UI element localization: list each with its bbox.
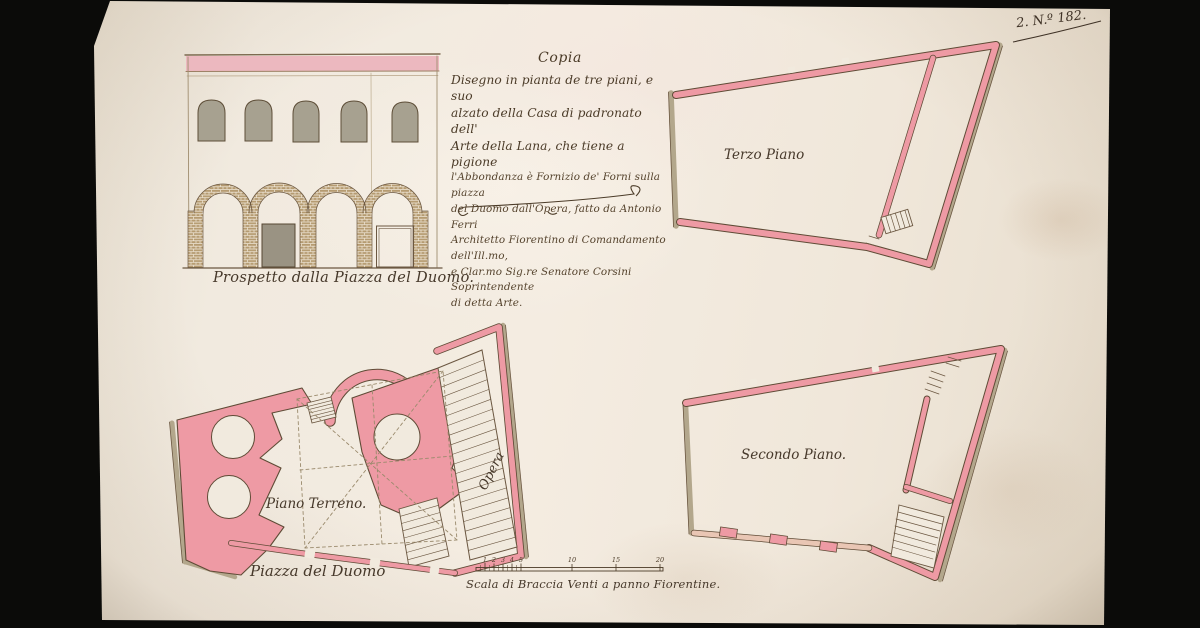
elevation-drawing	[182, 53, 443, 269]
archival-mark-flourish	[1012, 20, 1102, 43]
scale-bar	[475, 563, 664, 572]
elevation-label: Prospetto dalla Piazza del Duomo.	[213, 270, 475, 286]
staircase	[890, 504, 945, 569]
caption-line: di detta Arte.	[451, 297, 523, 310]
caption-line: l'Abbondanza è Fornizio de' Forni sulla …	[451, 171, 661, 200]
piano-terreno-label: Piano Terreno.	[266, 496, 367, 512]
left-shadow-wall	[169, 420, 188, 565]
right-shadow-wall	[937, 347, 1008, 583]
cross-wall	[903, 484, 953, 504]
scale-tick-label: 4	[509, 556, 515, 564]
piano-terreno-plan	[169, 322, 529, 580]
partition-wall	[876, 55, 936, 238]
caption-line: del Duomo dall'Opera, fatto da Antonio F…	[451, 202, 662, 231]
door-steps	[924, 356, 962, 395]
lower-staircase	[398, 497, 450, 568]
scale-tick-label: 10	[567, 556, 577, 564]
cornice-top-line	[184, 53, 441, 56]
brick-piers	[187, 210, 429, 268]
scale-tick-label: 3	[500, 556, 506, 564]
piazza-del-duomo-label: Piazza del Duomo	[250, 562, 386, 580]
street-wall	[228, 540, 458, 576]
vault-projection-dashes	[296, 370, 458, 549]
caption-line: e Clar.mo Sig.re Senatore Corsini Soprin…	[451, 265, 632, 294]
terzo-piano-plan	[668, 41, 1003, 271]
caption-line: Disegno in pianta de tre piani, e suo	[451, 73, 654, 104]
corridor-wall	[903, 396, 930, 493]
small-staircase	[306, 396, 337, 424]
outer-walls	[673, 42, 999, 267]
caption-title: Copia	[538, 50, 582, 66]
right-shadow-wall	[500, 322, 529, 560]
left-shadow-wall	[668, 90, 679, 229]
brick-arches	[193, 182, 423, 218]
caption-flourish	[457, 185, 641, 217]
round-room	[207, 475, 251, 519]
secondo-piano-label: Secondo Piano.	[741, 447, 847, 463]
scale-tick-label: 1	[482, 556, 488, 564]
open-doorway	[376, 225, 414, 268]
scale-tick-label: 20	[655, 556, 665, 564]
round-room	[373, 413, 421, 461]
caption-line: Arte della Lana, che tiene a pigione	[451, 138, 625, 170]
caption-block: Copia Disegno in pianta de tre piani, e …	[451, 50, 669, 312]
scale-tick-label: 15	[611, 556, 621, 564]
terzo-piano-label: Terzo Piano	[724, 147, 805, 163]
caption-line: Architetto Fiorentino di Comandamento de…	[451, 234, 666, 262]
grand-staircase	[437, 349, 518, 561]
gray-door	[261, 223, 296, 268]
cornice-pink-band	[186, 56, 439, 71]
scale-bar-label: Scala di Braccia Venti a panno Fiorentin…	[466, 577, 721, 591]
scale-tick-label: 5	[518, 556, 524, 564]
right-outer-wall	[434, 324, 524, 576]
left-shadow-wall	[682, 402, 695, 536]
outer-walls	[683, 346, 1004, 580]
scale-tick-label: 2	[491, 556, 497, 564]
arched-windows	[197, 99, 419, 143]
staircase	[880, 208, 914, 235]
round-room	[211, 415, 255, 459]
wall-pilasters	[718, 526, 838, 553]
secondo-piano-plan	[682, 345, 1008, 583]
caption-line: alzato della Casa di padronato dell'	[451, 105, 642, 137]
